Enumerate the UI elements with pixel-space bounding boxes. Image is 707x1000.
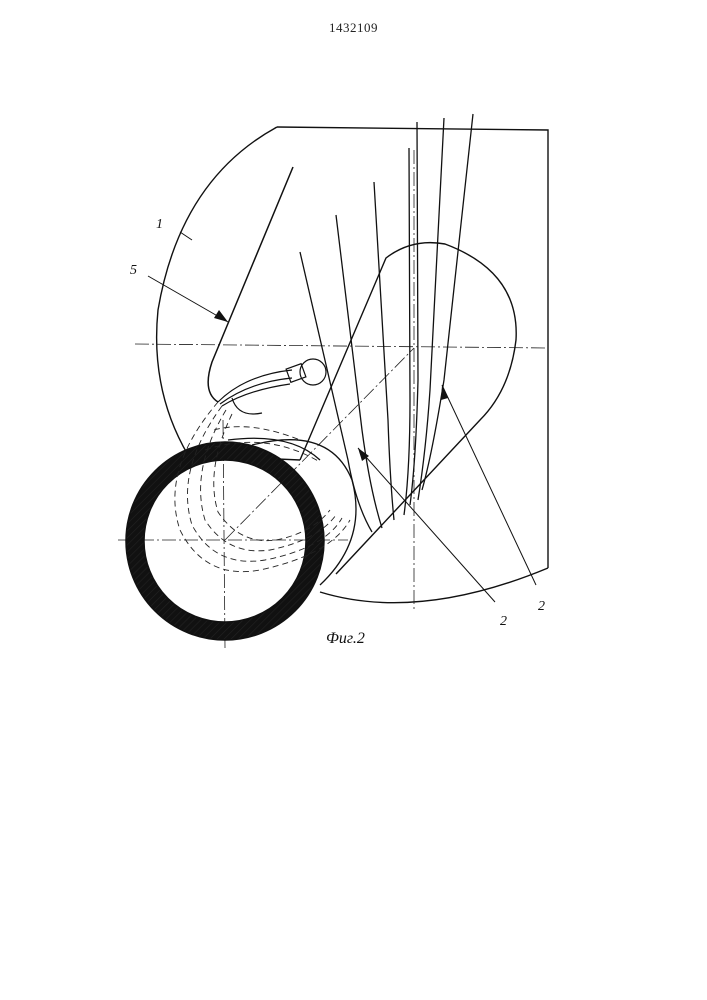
figure-caption: Фиг.2 <box>326 630 365 647</box>
callout-5: 5 <box>130 263 137 278</box>
callout-1: 1 <box>156 217 163 232</box>
callout-2-left: 2 <box>500 614 507 629</box>
wire-feeder-detail <box>218 359 326 414</box>
disc-outline <box>157 127 548 603</box>
leader-lines <box>148 232 536 602</box>
wire-strands <box>300 114 473 532</box>
guide-member-5 <box>208 167 293 402</box>
callout-2-right: 2 <box>538 599 545 614</box>
hidden-winding-lines <box>175 402 350 572</box>
center-lines <box>118 150 548 648</box>
